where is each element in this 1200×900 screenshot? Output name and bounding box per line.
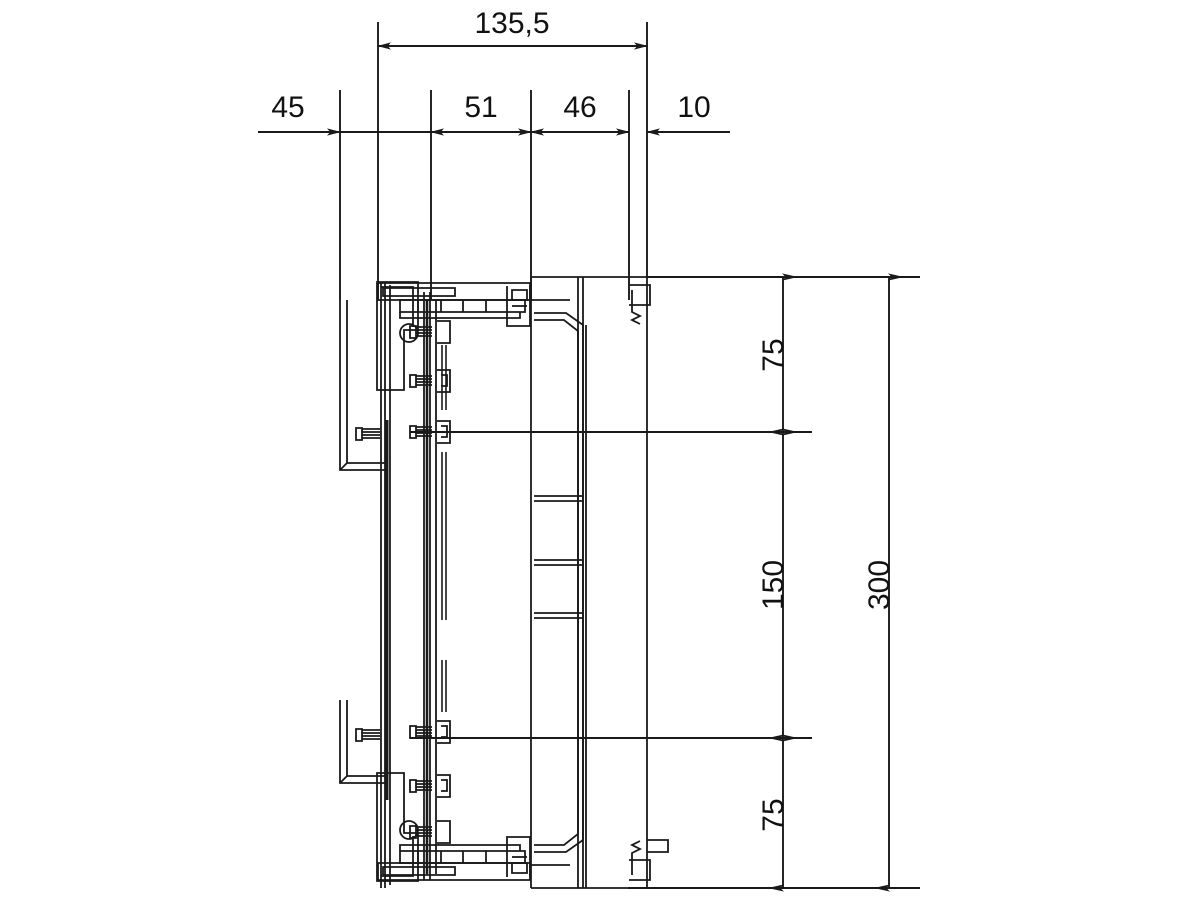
seal-strip-upper bbox=[441, 345, 447, 410]
clip-leaf-5 bbox=[409, 320, 451, 344]
clip-thread-5 bbox=[416, 326, 432, 337]
dim-label-10: 10 bbox=[677, 91, 710, 124]
bottom-rail-upper-box bbox=[399, 850, 526, 864]
dim-label-135-5: 135,5 bbox=[474, 7, 549, 40]
clip-leaf-1 bbox=[409, 369, 451, 393]
clip-thread-3 bbox=[416, 726, 432, 737]
clip-bracket-1 bbox=[437, 369, 451, 393]
dim-label-51: 51 bbox=[464, 91, 497, 124]
clip-bracket-1-inner bbox=[441, 374, 448, 387]
fastener-group-leaf bbox=[409, 320, 451, 844]
dimension-row-second: 45 51 46 10 bbox=[258, 91, 730, 136]
clip-bracket-5 bbox=[437, 320, 451, 344]
gusset-top-inner bbox=[381, 286, 414, 327]
dim-label-46: 46 bbox=[563, 91, 596, 124]
clip-thread-6 bbox=[416, 826, 432, 837]
catch-bottom-box bbox=[629, 859, 651, 881]
clip-thread-1 bbox=[416, 375, 432, 386]
clip-bracket-2-inner bbox=[441, 425, 448, 438]
part-geometry bbox=[339, 276, 669, 889]
clip-bracket-2 bbox=[437, 420, 451, 444]
mounting-bracket-left bbox=[339, 300, 385, 784]
clip-leaf-4 bbox=[409, 774, 451, 798]
extension-lines-vertical bbox=[339, 22, 648, 300]
top-cross-member bbox=[377, 282, 531, 327]
bottom-latch-block bbox=[506, 836, 531, 877]
enclosure-door-profile bbox=[530, 276, 648, 889]
clip-head-5 bbox=[409, 325, 417, 339]
clip-bracket-3 bbox=[437, 720, 451, 744]
dim-label-300: 300 bbox=[863, 560, 896, 610]
screw-thread-1 bbox=[362, 428, 380, 439]
seal-strip-lower bbox=[441, 660, 447, 712]
seal-strip-middle bbox=[441, 452, 447, 620]
clip-head-2 bbox=[409, 425, 417, 439]
dimension-300: 300 bbox=[863, 273, 904, 892]
top-rail-lower-box bbox=[399, 299, 526, 313]
dimension-chain-vertical-inner: 75 150 75 bbox=[757, 273, 798, 892]
gusset-bottom-outline bbox=[376, 772, 419, 882]
fastener-group-rail bbox=[355, 427, 380, 742]
clip-bracket-3-inner bbox=[441, 725, 448, 738]
top-rail-inner-box bbox=[382, 287, 456, 297]
top-latch-inner bbox=[511, 289, 528, 301]
dim-label-75-top: 75 bbox=[757, 338, 790, 371]
gusset-top-outline bbox=[376, 281, 419, 391]
corner-gusset-top bbox=[376, 281, 419, 391]
bottom-rail-skirt bbox=[399, 844, 521, 851]
clip-bracket-6 bbox=[437, 820, 451, 844]
frame-rail-left bbox=[380, 282, 391, 888]
dim-label-150: 150 bbox=[757, 560, 790, 610]
dimension-135-5: 135,5 bbox=[377, 7, 648, 50]
clip-thread-2 bbox=[416, 426, 432, 437]
clip-head-3 bbox=[409, 725, 417, 739]
clip-thread-4 bbox=[416, 780, 432, 791]
screw-rail-upper bbox=[355, 427, 380, 441]
bottom-rail-inner-box bbox=[382, 866, 456, 876]
handle-recess-lower-inner bbox=[534, 277, 579, 846]
screw-head-1 bbox=[355, 427, 363, 441]
clip-head-1 bbox=[409, 374, 417, 388]
handle-recess-lower-outer bbox=[534, 277, 584, 853]
gusset-bottom-inner bbox=[381, 836, 414, 877]
dim-label-45: 45 bbox=[271, 91, 304, 124]
screw-rail-lower bbox=[355, 728, 380, 742]
top-latch-block bbox=[506, 286, 531, 327]
screw-thread-2 bbox=[362, 729, 380, 740]
clip-leaf-2 bbox=[409, 420, 451, 444]
bracket-corner-1 bbox=[339, 462, 348, 471]
catch-bottom-spring bbox=[629, 840, 643, 875]
clip-leaf-6 bbox=[409, 820, 451, 844]
bracket-corner-2 bbox=[339, 775, 348, 784]
door-leaf-profile bbox=[423, 292, 437, 880]
edge-catch-details bbox=[629, 284, 669, 881]
screw-head-2 bbox=[355, 728, 363, 742]
clip-bracket-4-inner bbox=[441, 779, 448, 792]
seal-strips bbox=[441, 345, 447, 712]
clip-head-4 bbox=[409, 779, 417, 793]
clip-bracket-4 bbox=[437, 774, 451, 798]
clip-leaf-3 bbox=[409, 720, 451, 744]
top-rail-skirt bbox=[399, 312, 521, 319]
catch-bottom-tab bbox=[647, 839, 669, 853]
catch-top-box bbox=[629, 284, 651, 306]
catch-top-spring bbox=[629, 290, 643, 325]
bottom-cross-member bbox=[377, 836, 531, 881]
clip-head-6 bbox=[409, 825, 417, 839]
bottom-latch-inner bbox=[511, 862, 528, 874]
dim-label-75-bottom: 75 bbox=[757, 798, 790, 831]
